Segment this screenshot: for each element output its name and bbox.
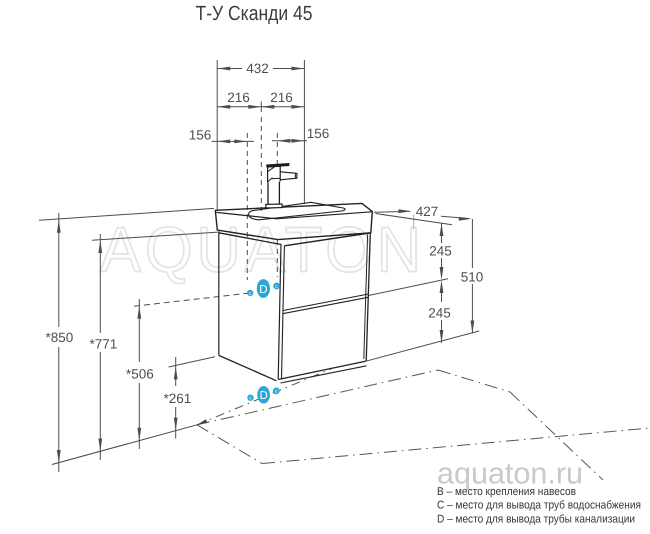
svg-text:AQUATON: AQUATON xyxy=(100,214,425,286)
svg-text:156: 156 xyxy=(189,127,212,142)
svg-text:510: 510 xyxy=(461,270,484,285)
svg-text:D: D xyxy=(259,284,267,296)
svg-text:*850: *850 xyxy=(46,330,74,345)
svg-text:*261: *261 xyxy=(164,391,192,406)
svg-text:c: c xyxy=(249,396,252,402)
svg-text:245: 245 xyxy=(429,244,452,259)
svg-text:*771: *771 xyxy=(90,337,118,352)
svg-text:427: 427 xyxy=(416,204,439,219)
svg-text:c: c xyxy=(275,284,278,290)
svg-text:c: c xyxy=(275,389,278,395)
svg-text:*506: *506 xyxy=(126,367,154,382)
svg-text:216: 216 xyxy=(227,90,250,105)
svg-text:aquaton.ru: aquaton.ru xyxy=(437,458,583,491)
svg-text:C – место для вывода труб водо: C – место для вывода труб водоснабжения xyxy=(437,500,641,512)
svg-text:D – место для вывода трубы кан: D – место для вывода трубы канализации xyxy=(437,513,635,525)
svg-text:D: D xyxy=(259,390,267,402)
svg-text:245: 245 xyxy=(428,306,451,321)
svg-text:216: 216 xyxy=(270,90,293,105)
svg-text:Т-У Сканди 45: Т-У Сканди 45 xyxy=(196,2,313,25)
svg-text:156: 156 xyxy=(307,126,330,141)
svg-text:432: 432 xyxy=(246,61,269,76)
svg-text:B – место крепления навесов: B – место крепления навесов xyxy=(437,486,576,498)
svg-text:c: c xyxy=(249,291,252,297)
